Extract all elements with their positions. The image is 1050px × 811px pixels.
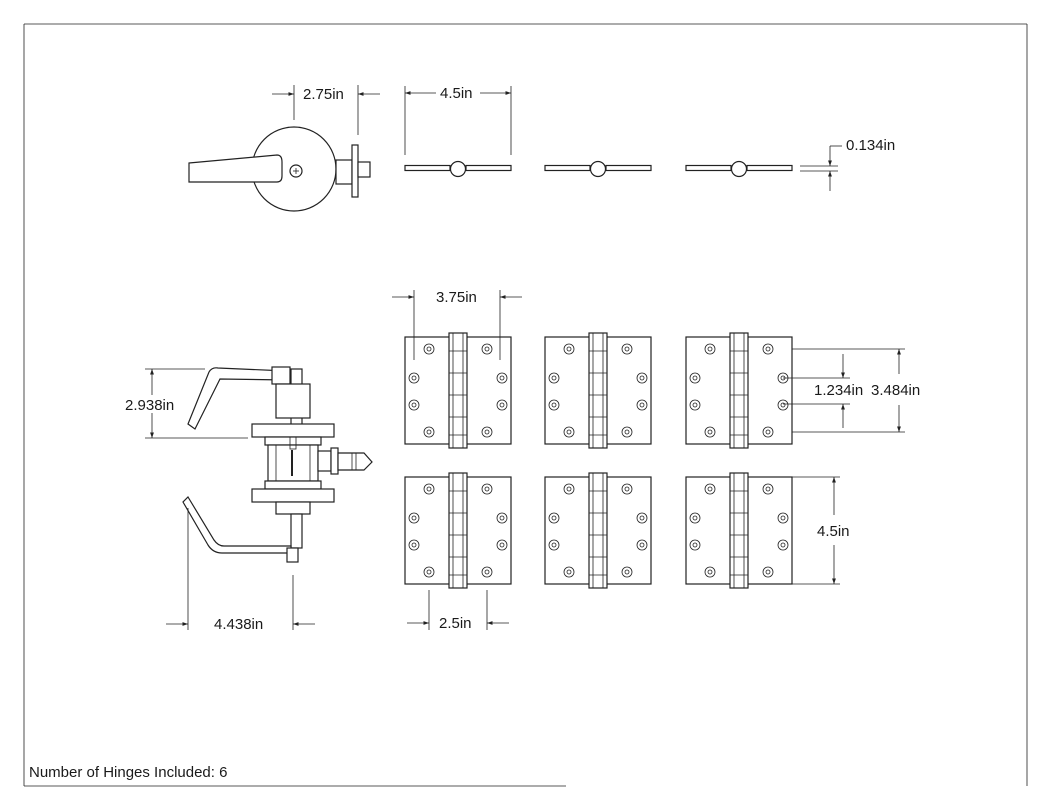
hinge-flat-views	[404, 160, 793, 178]
dim-label-3-484: 3.484in	[871, 382, 920, 399]
hinge-front-6	[685, 472, 793, 589]
dim-hinge-leaf-width: 3.75in	[392, 289, 522, 360]
lockset-front-view	[188, 126, 371, 212]
hinge-flat-2	[544, 160, 652, 178]
hinge-flat-1	[404, 160, 512, 178]
dim-label-4-5-side: 4.5in	[817, 523, 850, 540]
hinge-front-5	[544, 472, 652, 589]
dim-label-4-438: 4.438in	[214, 616, 263, 633]
dim-label-0-134: 0.134in	[846, 137, 895, 154]
dim-hinge-open-width: 4.5in	[404, 85, 512, 155]
dim-lock-side-depth: 4.438in	[166, 508, 315, 633]
dim-label-4-5-top: 4.5in	[440, 85, 473, 102]
dim-hole-spacing-outer: 3.484in	[792, 348, 920, 433]
hinge-count-note: Number of Hinges Included: 6	[29, 764, 228, 781]
dim-hole-spacing-inner: 1.234in	[783, 354, 863, 428]
dim-hinge-height: 4.5in	[792, 476, 850, 585]
hinge-front-2	[544, 332, 652, 449]
sheet-border	[23, 23, 1028, 787]
dim-label-3-75: 3.75in	[436, 289, 477, 306]
lockset-side-view	[182, 366, 373, 563]
dim-label-2-5: 2.5in	[439, 615, 472, 632]
dim-hinge-pin-offset: 2.5in	[407, 590, 509, 632]
dim-label-2-938: 2.938in	[125, 397, 174, 414]
dim-label-2-75: 2.75in	[303, 86, 344, 103]
dim-lock-top-width: 2.75in	[272, 85, 380, 135]
dim-label-1-234: 1.234in	[814, 382, 863, 399]
dim-hinge-thickness: 0.134in	[800, 137, 895, 191]
hinge-front-3	[685, 332, 793, 449]
hinge-front-1	[404, 332, 512, 449]
hinge-front-4	[404, 472, 512, 589]
hinge-front-views	[404, 332, 793, 589]
dim-lock-side-height: 2.938in	[125, 368, 248, 439]
hinge-flat-3	[685, 160, 793, 178]
